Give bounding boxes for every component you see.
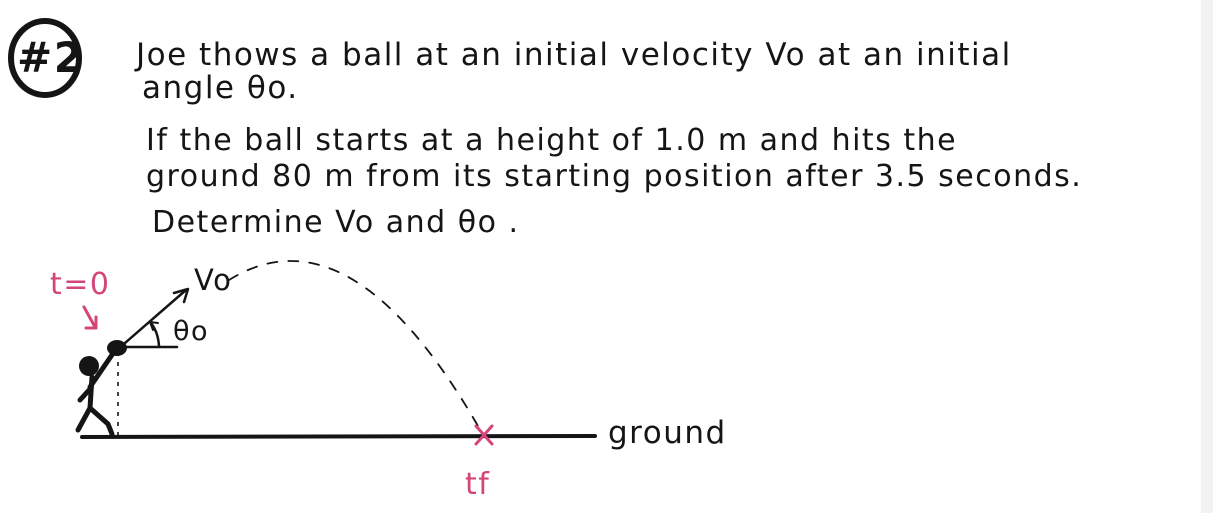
angle-arc-arrowhead	[149, 321, 159, 331]
angle-label: θo	[173, 316, 209, 347]
page-edge	[1201, 0, 1213, 513]
ground-label: ground	[608, 415, 727, 451]
start-time-label: t=0	[50, 267, 111, 302]
problem-line-4: ground 80 m from its starting position a…	[146, 159, 1082, 194]
velocity-arrowhead	[172, 287, 190, 304]
problem-line-1: Joe thows a ball at an initial velocity …	[134, 37, 1012, 73]
landing-mark	[474, 424, 494, 446]
problem-line-2: angle θo.	[142, 70, 299, 106]
stick-figure-arm	[87, 346, 119, 390]
problem-line-3: If the ball starts at a height of 1.0 m …	[146, 123, 957, 158]
ground-line	[80, 434, 597, 439]
velocity-vector	[123, 288, 188, 345]
stick-figure-arm-back	[77, 386, 93, 403]
start-time-arrow	[82, 305, 98, 330]
stick-figure	[75, 346, 119, 437]
trajectory-path	[228, 260, 479, 427]
velocity-label: Vo	[194, 263, 232, 297]
stick-figure-head	[79, 356, 99, 376]
projectile-diagram: t=0 Vo θo ground tf	[50, 260, 727, 502]
problem-number-badge: #2	[8, 18, 84, 98]
ball	[107, 340, 127, 356]
problem-number-circle	[8, 18, 82, 98]
problem-statement: Joe thows a ball at an initial velocity …	[134, 37, 1082, 240]
problem-number: #2	[17, 33, 84, 82]
stick-figure-legs	[75, 405, 115, 437]
problem-line-5: Determine Vo and θo .	[152, 205, 520, 240]
final-time-label: tf	[465, 467, 490, 502]
